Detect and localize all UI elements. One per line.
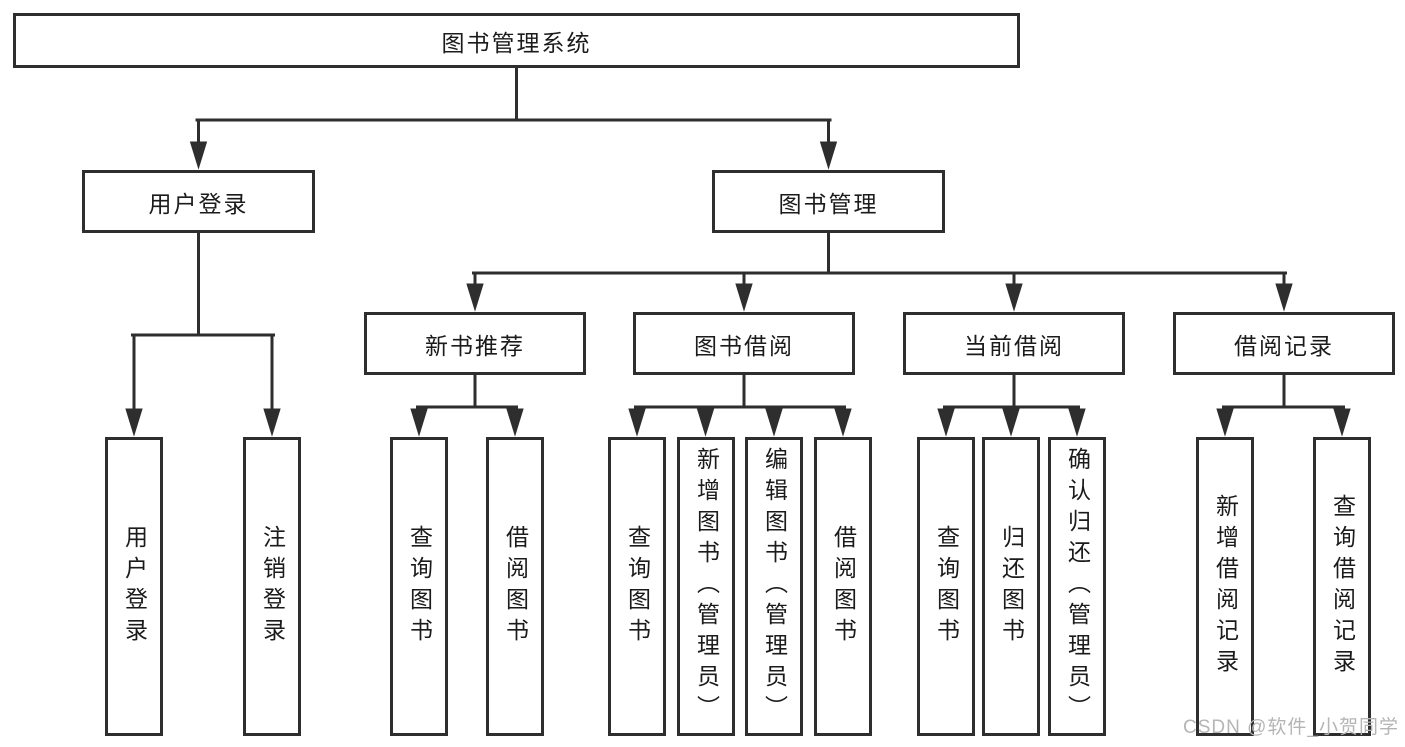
- csdn-watermark: CSDN @软件_小贺同学: [1183, 717, 1399, 738]
- arrowhead: [937, 408, 955, 437]
- connector-book-mgmt-to-level3: [466, 231, 1293, 312]
- arrowhead: [1275, 283, 1293, 312]
- connector-new-book-to-leaves: [410, 373, 524, 437]
- arrowhead: [506, 408, 524, 437]
- connector-root-to-level2: [189, 66, 838, 170]
- arrowhead: [735, 283, 753, 312]
- node-new-book-recommend: 新书推荐: [364, 312, 586, 375]
- leaf-records-add-record: 新增借阅记录: [1196, 437, 1254, 736]
- node-root: 图书管理系统: [13, 13, 1020, 68]
- node-book-borrowing: 图书借阅: [633, 312, 855, 375]
- arrowhead: [125, 408, 143, 437]
- connector-user-login-to-leaves: [125, 231, 281, 437]
- leaf-borrow-edit-books-admin: 编辑图书（管理员）: [745, 437, 803, 736]
- arrowhead: [263, 408, 281, 437]
- node-user-login: 用户登录: [82, 170, 315, 233]
- arrowhead: [1002, 408, 1020, 437]
- leaf-newbook-query-books: 查询图书: [390, 437, 448, 736]
- leaf-user-login: 用户登录: [105, 437, 163, 736]
- arrowhead: [628, 408, 646, 437]
- leaf-borrow-query-books: 查询图书: [608, 437, 666, 736]
- leaf-records-query-record: 查询借阅记录: [1313, 437, 1371, 736]
- arrowhead: [410, 408, 428, 437]
- node-borrowing-records: 借阅记录: [1173, 312, 1395, 375]
- node-current-borrowing: 当前借阅: [903, 312, 1125, 375]
- connector-borrow-record-to-leaves: [1216, 373, 1351, 437]
- leaf-current-query-books: 查询图书: [917, 437, 975, 736]
- leaf-current-confirm-return-admin: 确认归还（管理员）: [1048, 437, 1106, 736]
- connector-book-borrow-to-leaves: [628, 373, 852, 437]
- leaf-borrow-borrow-books: 借阅图书: [814, 437, 872, 736]
- leaf-borrow-add-books-admin: 新增图书（管理员）: [677, 437, 735, 736]
- arrowhead: [696, 408, 715, 437]
- arrowhead: [1333, 408, 1351, 437]
- arrowhead: [1216, 408, 1234, 437]
- arrowhead: [819, 141, 838, 170]
- arrowhead: [466, 283, 484, 312]
- arrowhead: [834, 408, 852, 437]
- leaf-current-return-books: 归还图书: [982, 437, 1040, 736]
- leaf-logout: 注销登录: [243, 437, 301, 736]
- leaf-newbook-borrow-books: 借阅图书: [486, 437, 544, 736]
- arrowhead: [1068, 408, 1086, 437]
- connector-current-borrow-to-leaves: [937, 373, 1086, 437]
- arrowhead: [765, 408, 783, 437]
- arrowhead: [1005, 283, 1023, 312]
- arrowhead: [189, 141, 208, 170]
- node-book-management: 图书管理: [712, 170, 945, 233]
